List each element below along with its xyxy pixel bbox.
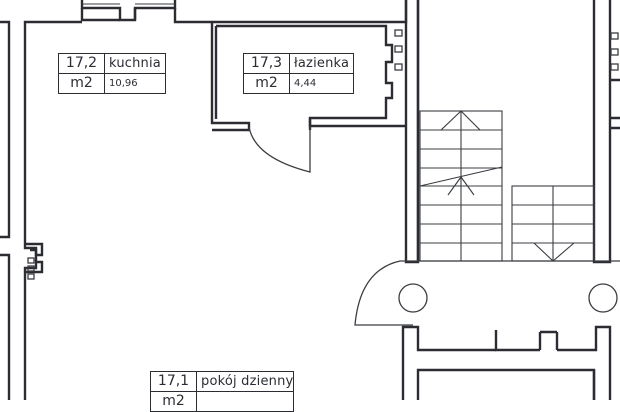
area-unit: m2 [59, 74, 105, 93]
room-number: 17,2 [59, 54, 105, 74]
area-unit: m2 [151, 392, 197, 411]
floor-plan-drawing [0, 0, 620, 400]
room-number: 17,3 [244, 54, 290, 74]
room-name: pokój dzienny [197, 372, 293, 392]
column-icon [398, 283, 428, 313]
kitchen-living-walls [23, 20, 212, 400]
landing [354, 260, 620, 326]
room-name: kuchnia [105, 54, 165, 74]
lower-walls [401, 325, 612, 400]
column-icon [588, 283, 618, 313]
room-number: 17,1 [151, 372, 197, 392]
bathroom-door-swing [248, 126, 311, 173]
staircase-walls [404, 0, 620, 264]
area-unit: m2 [244, 74, 290, 93]
room-label-kitchen: 17,2 kuchnia m2 10,96 [58, 53, 166, 94]
room-label-living-room: 17,1 pokój dzienny m2 [150, 371, 294, 412]
room-label-bathroom: 17,3 łazienka m2 4,44 [243, 53, 355, 94]
room-area [197, 392, 293, 411]
stairs-down-flight [511, 185, 595, 262]
room-area: 10,96 [109, 78, 138, 89]
left-room-wall [0, 20, 11, 239]
room-name: łazienka [290, 54, 354, 74]
up-arrow-icon [447, 176, 475, 196]
down-arrow-icon [533, 242, 575, 262]
room-area: 4,44 [294, 78, 317, 89]
stairs-up-flight [419, 110, 503, 262]
top-window-openings [80, 0, 177, 22]
up-arrow-icon [440, 110, 481, 131]
